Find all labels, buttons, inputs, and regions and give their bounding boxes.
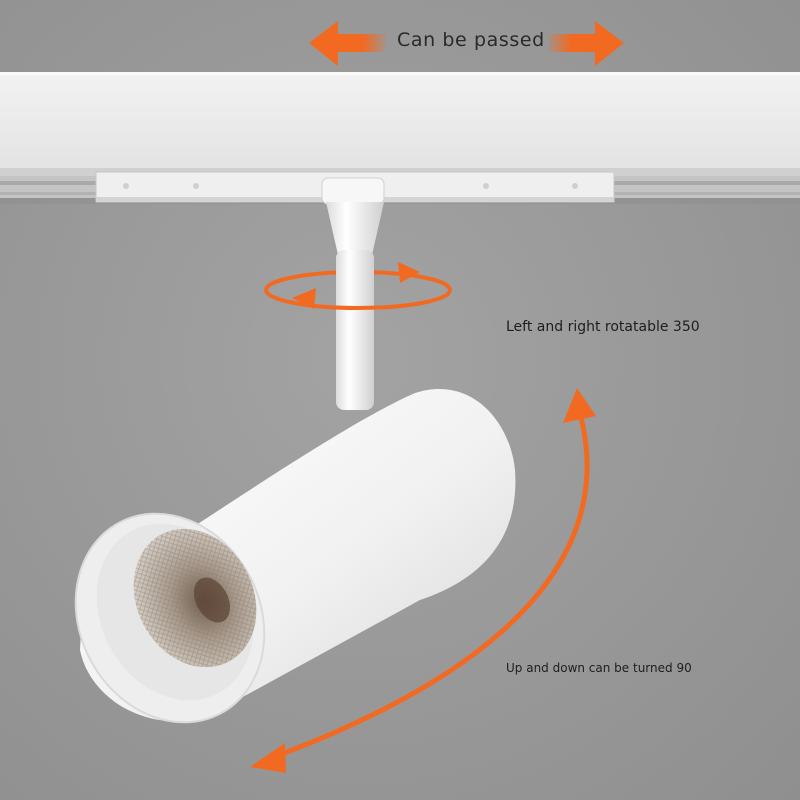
track-adapter	[95, 171, 615, 205]
rotation-ring-icon	[264, 262, 452, 310]
lamp-stem	[326, 202, 384, 410]
arrow-right-icon	[548, 21, 624, 66]
can-be-passed-label: Can be passed	[397, 29, 545, 51]
lamp-body	[74, 388, 516, 724]
arrow-left-icon	[309, 21, 386, 66]
rotation-label: Left and right rotatable 350	[506, 319, 700, 335]
tilt-label: Up and down can be turned 90	[506, 661, 692, 675]
curved-double-arrow-icon	[250, 388, 596, 773]
